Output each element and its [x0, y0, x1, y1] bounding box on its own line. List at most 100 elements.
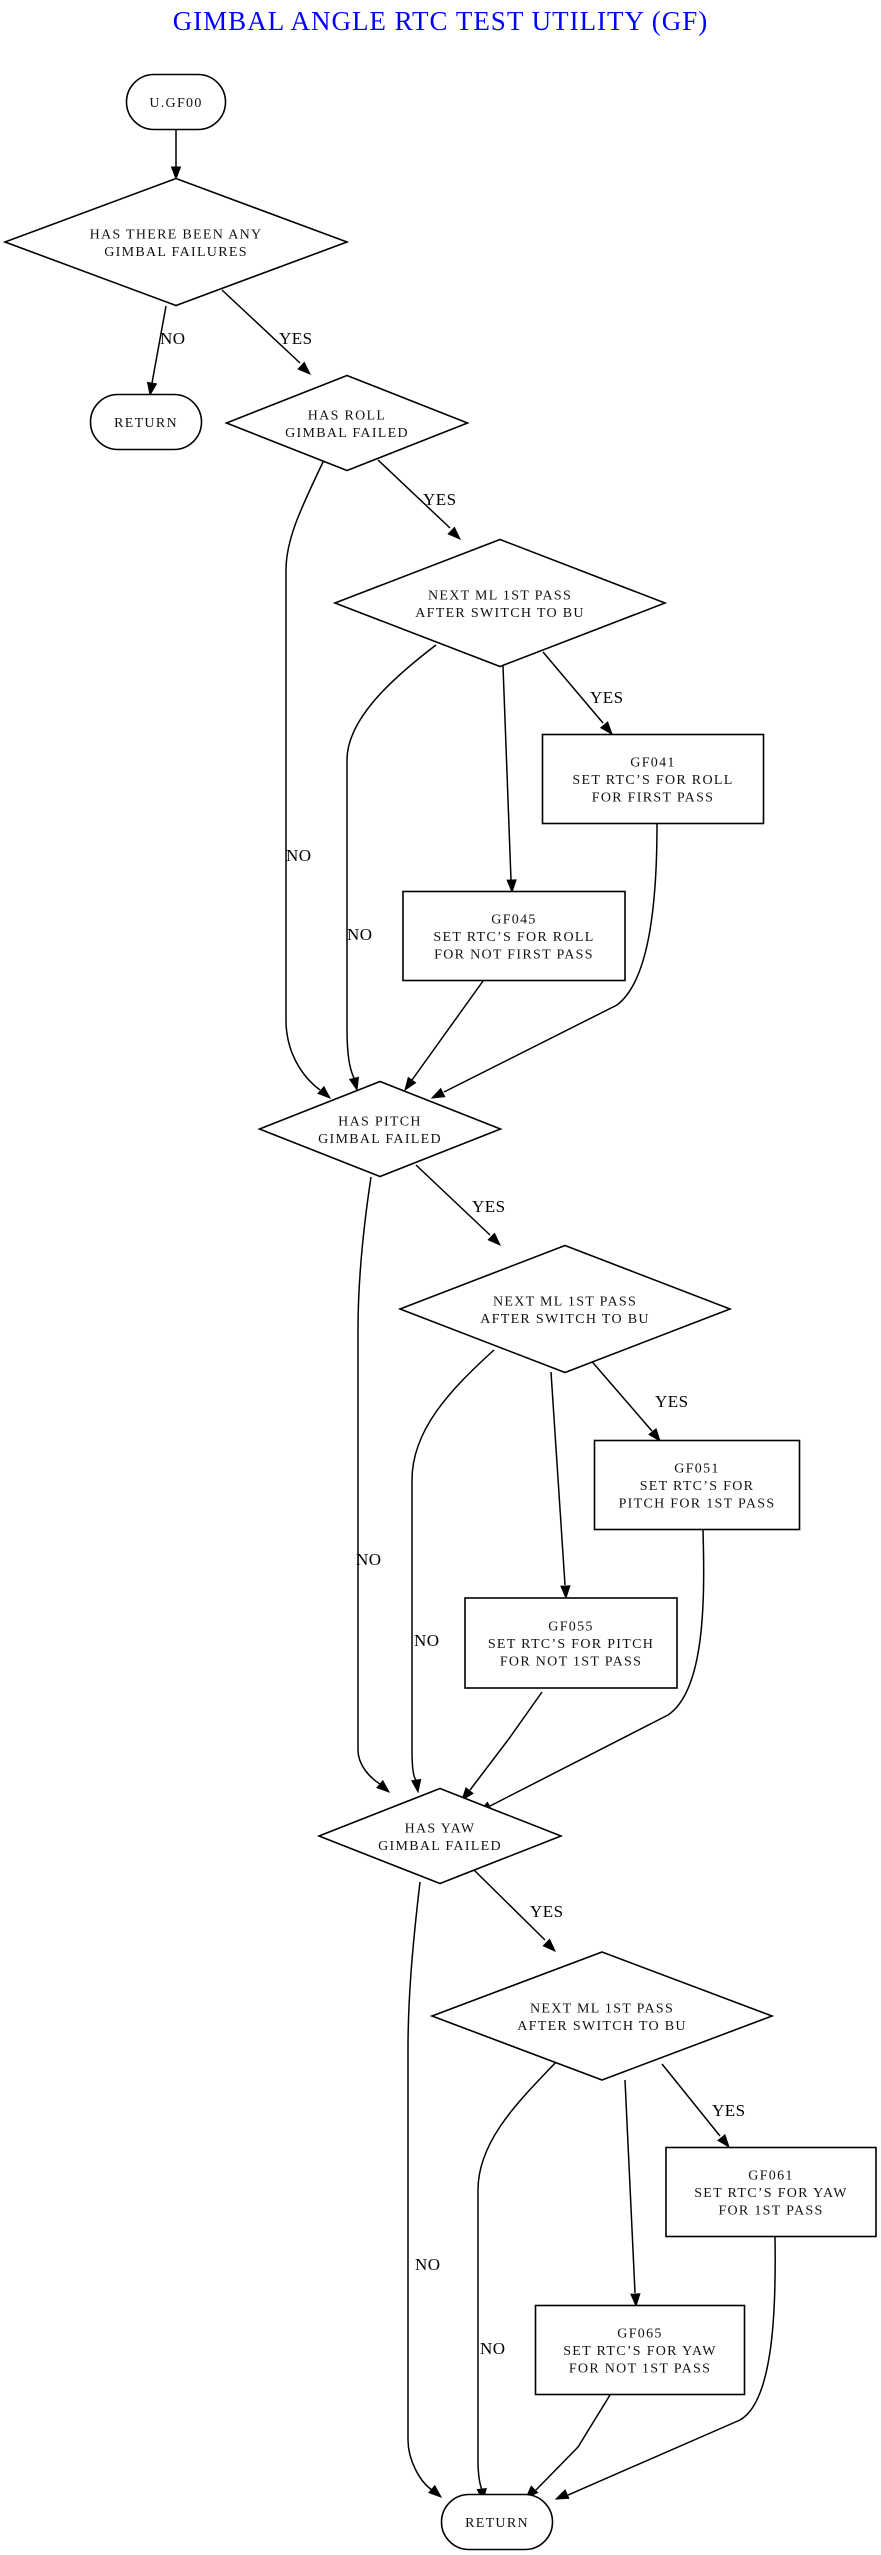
arrowhead-icon [717, 2133, 730, 2149]
edge-line [469, 1691, 543, 1791]
node-label-line: SET RTC’S FOR ROLL [433, 930, 594, 945]
arrowhead-icon [430, 1087, 446, 1099]
edge-label: NO [480, 2339, 506, 2358]
arrowhead-icon [447, 526, 462, 540]
edge-line [535, 2394, 611, 2491]
node-label-line: NEXT ML 1ST PASS [530, 2001, 674, 2016]
node-label-line: SET RTC’S FOR YAW [563, 2344, 717, 2359]
edge-yaw_next-to-gf065 [624, 2079, 641, 2308]
terminal-pill [89, 393, 203, 451]
node-pitch-next[interactable]: NEXT ML 1ST PASS AFTER SWITCH TO BU [397, 1244, 733, 1374]
node-any-fail[interactable]: HAS THERE BEEN ANY GIMBAL FAILURES [2, 177, 350, 307]
arrowhead-icon [554, 2489, 570, 2500]
edge-roll_next-to-gf045 [502, 665, 517, 894]
arrowhead-icon [146, 381, 158, 397]
decision-diamond [2, 177, 350, 307]
edge-label: YES [712, 2101, 746, 2120]
node-label-line: GIMBAL FAILURES [104, 245, 248, 260]
edge-line [443, 823, 658, 1093]
edge-label: NO [356, 1550, 382, 1569]
arrowhead-icon [506, 879, 517, 894]
edge-gf041-to-pitch_fail [430, 823, 658, 1099]
edge-line [221, 289, 301, 364]
node-label-line: NEXT ML 1ST PASS [493, 1294, 637, 1309]
edge-line [587, 1356, 653, 1432]
node-label-line: GIMBAL FAILED [285, 426, 409, 441]
arrowhead-icon [630, 2293, 641, 2308]
arrowhead-icon [170, 166, 182, 181]
edge-gf045-to-pitch_fail [404, 980, 484, 1092]
edge-line [542, 651, 604, 724]
node-label-line: GF065 [617, 2327, 662, 2342]
edge-pitch_next-to-yaw_fail: NO [410, 1349, 495, 1794]
node-label-line: RETURN [114, 416, 178, 431]
node-label-line: HAS PITCH [338, 1114, 422, 1129]
edge-any_fail-to-roll_fail: YES [221, 289, 313, 375]
edge-label: YES [472, 1197, 506, 1216]
node-return1[interactable]: RETURN [89, 393, 203, 451]
node-label-line: GIMBAL FAILED [378, 1839, 502, 1854]
arrowhead-icon [348, 1076, 360, 1092]
process-box [593, 1439, 801, 1531]
node-label-line: GF045 [491, 913, 536, 928]
decision-diamond [257, 1080, 503, 1178]
node-label-line: HAS ROLL [308, 408, 386, 423]
node-yaw-next[interactable]: NEXT ML 1ST PASS AFTER SWITCH TO BU [429, 1951, 775, 2081]
node-label-line: AFTER SWITCH TO BU [480, 1312, 650, 1327]
edge-line [285, 459, 325, 1091]
arrowhead-icon [648, 1427, 661, 1443]
edge-line [473, 1869, 546, 1941]
arrowhead-icon [317, 1085, 332, 1099]
node-start[interactable]: U.GF00 [125, 73, 227, 131]
decision-diamond [429, 1951, 775, 2081]
edge-label: NO [415, 2255, 441, 2274]
node-label-line: GIMBAL FAILED [318, 1132, 442, 1147]
arrowhead-icon [542, 1938, 557, 1952]
edge-roll_next-to-gf041: YES [542, 651, 623, 736]
node-label-line: SET RTC’S FOR [640, 1479, 755, 1494]
edge-label: YES [423, 490, 457, 509]
node-pitch-fail[interactable]: HAS PITCH GIMBAL FAILED [257, 1080, 503, 1178]
node-return2[interactable]: RETURN [440, 2493, 554, 2551]
edge-label: YES [279, 329, 313, 348]
arrowhead-icon [461, 1786, 474, 1802]
node-label-line: GF055 [548, 1620, 593, 1635]
edge-gf061-to-return2 [554, 2236, 776, 2500]
node-label-line: GF041 [630, 756, 675, 771]
arrowhead-icon [404, 1076, 417, 1092]
edge-line [477, 2059, 559, 2491]
arrowhead-icon [410, 1778, 422, 1794]
arrowhead-icon [297, 361, 312, 375]
node-label-line: SET RTC’S FOR ROLL [572, 773, 733, 788]
edge-line [407, 1881, 433, 2491]
node-label-line: NEXT ML 1ST PASS [428, 588, 572, 603]
process-box [534, 2304, 746, 2396]
node-roll-fail[interactable]: HAS ROLL GIMBAL FAILED [224, 374, 470, 472]
edge-roll_fail-to-roll_next: YES [377, 459, 462, 540]
arrowhead-icon [599, 721, 613, 736]
arrowhead-icon [376, 1779, 391, 1793]
node-label-line: HAS THERE BEEN ANY [90, 227, 263, 242]
diagram-title: GIMBAL ANGLE RTC TEST UTILITY (GF) [172, 6, 709, 36]
edge-label: NO [414, 1631, 440, 1650]
decision-diamond [316, 1787, 564, 1885]
node-label-line: FOR FIRST PASS [592, 791, 715, 806]
edge-line [377, 459, 451, 529]
terminal-pill [440, 2493, 554, 2551]
node-label-line: AFTER SWITCH TO BU [517, 2019, 687, 2034]
edge-pitch_next-to-gf051: YES [587, 1356, 688, 1443]
edge-yaw_next-to-gf061: YES [661, 2063, 746, 2149]
edge-line [661, 2063, 721, 2137]
decision-diamond [224, 374, 470, 472]
node-label-line: U.GF00 [149, 96, 202, 111]
node-label-line: GF061 [748, 2169, 793, 2184]
edge-label: NO [286, 846, 312, 865]
